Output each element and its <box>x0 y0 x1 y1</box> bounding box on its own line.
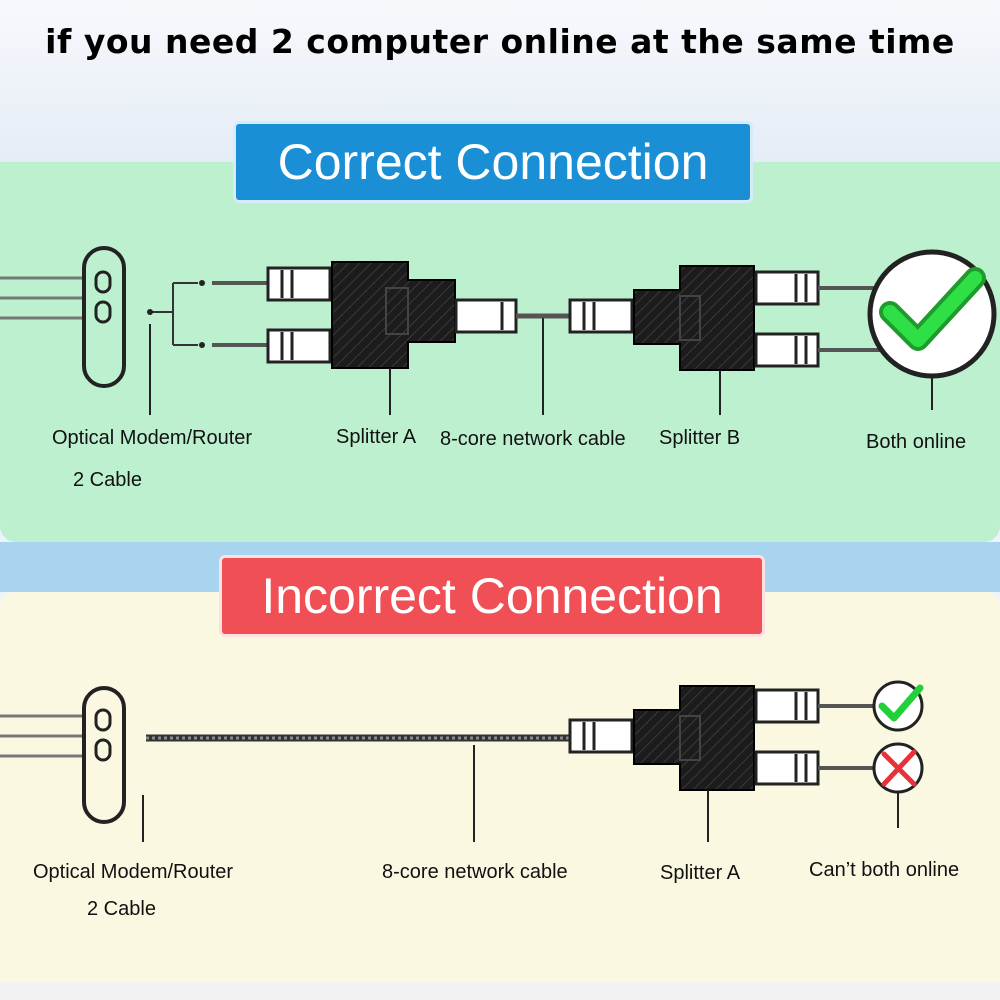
splitter-a-incorrect <box>633 685 755 791</box>
splitter-b-correct <box>633 265 755 371</box>
wall-wires-incorrect <box>0 714 90 758</box>
label-modem-incorrect: Optical Modem/Router <box>33 861 234 883</box>
splitter-a-correct <box>331 261 456 369</box>
modem-incorrect <box>82 686 126 824</box>
label-cable-count-correct: 2 Cable <box>73 469 142 491</box>
cross-icon <box>872 742 924 794</box>
network-cable-incorrect <box>146 718 634 754</box>
rj45-plug-top-a <box>266 266 332 302</box>
output-cables-correct <box>818 286 880 352</box>
output-cables-incorrect <box>818 704 874 770</box>
label-cable-count-incorrect: 2 Cable <box>87 898 156 920</box>
label-network-cable-correct: 8-core network cable <box>440 428 626 450</box>
label-modem-correct: Optical Modem/Router <box>52 427 253 449</box>
label-both-online: Both online <box>866 431 967 453</box>
label-splitter-a-incorrect: Splitter A <box>660 862 741 884</box>
fork-dots <box>147 280 205 348</box>
cables-to-splitter-a <box>212 281 268 347</box>
fork-wires <box>150 282 198 346</box>
check-icon <box>867 249 997 379</box>
rj45-plug-top-incorrect <box>754 688 820 724</box>
label-splitter-a-correct: Splitter A <box>336 426 417 448</box>
headline: if you need 2 computer online at the sam… <box>45 22 955 61</box>
label-network-cable-incorrect: 8-core network cable <box>382 861 568 883</box>
label-cant-both-online: Can’t both online <box>809 859 960 881</box>
rj45-plug-bottom-b <box>754 332 820 368</box>
label-splitter-b-correct: Splitter B <box>659 427 741 449</box>
small-check-icon <box>872 680 924 732</box>
network-cable-correct <box>454 298 634 334</box>
rj45-plug-bottom-a <box>266 328 332 364</box>
incorrect-connection-badge: Incorrect Connection <box>222 558 762 634</box>
modem-correct <box>82 246 126 388</box>
pointer-lines-incorrect <box>142 745 899 842</box>
correct-connection-badge: Correct Connection <box>236 124 750 200</box>
bottom-strip <box>0 982 1000 1000</box>
rj45-plug-bottom-incorrect <box>754 750 820 786</box>
incorrect-connection-panel <box>0 592 1000 982</box>
pointer-lines-correct <box>149 318 933 415</box>
rj45-plug-top-b <box>754 270 820 306</box>
wall-wires-correct <box>0 276 90 320</box>
